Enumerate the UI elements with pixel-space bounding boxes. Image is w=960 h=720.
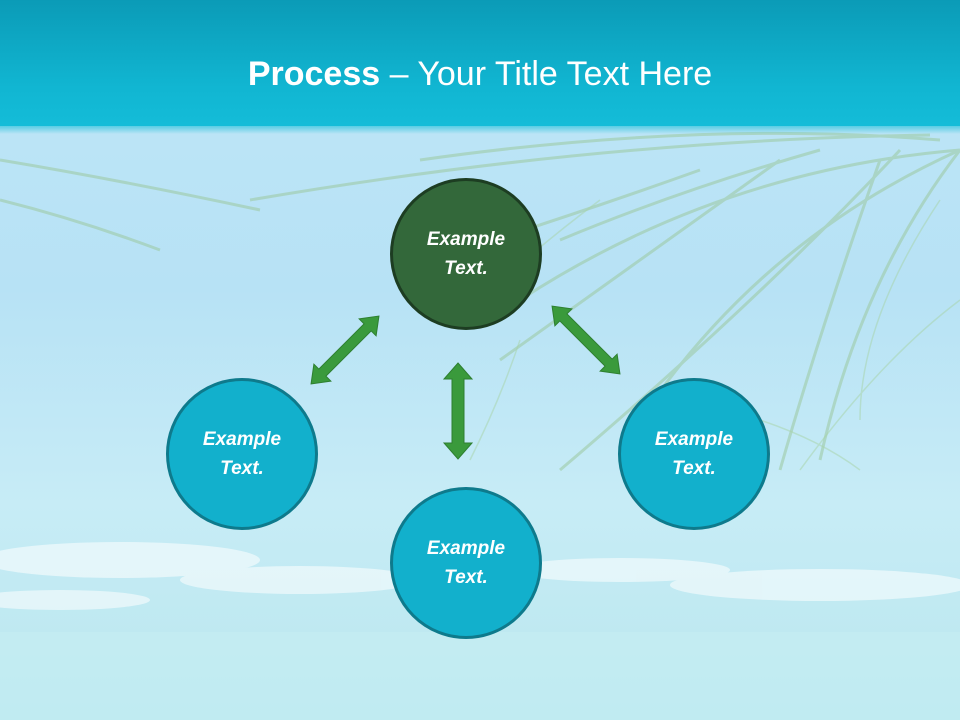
node-left-line2: Text.: [220, 458, 264, 479]
sea: [0, 632, 960, 720]
title-rest: – Your Title Text Here: [380, 55, 713, 93]
node-top-line2: Text.: [444, 258, 488, 279]
node-top-line1: Example: [426, 229, 506, 250]
title-bar: [0, 0, 960, 126]
palm-fronds: [0, 131, 960, 472]
clouds: [0, 542, 960, 610]
node-right-line2: Text.: [672, 458, 716, 479]
double-arrow-icon: [310, 315, 380, 385]
node-right-line1: Example: [654, 429, 734, 450]
double-arrow-icon: [442, 362, 474, 460]
slide-title: Process – Your Title Text Here: [0, 52, 960, 96]
title-bold: Process: [247, 55, 381, 93]
double-arrow-icon: [551, 305, 621, 375]
node-left-line1: Example: [202, 429, 282, 450]
node-bottom-line1: Example: [426, 538, 506, 559]
node-bottom-line2: Text.: [444, 567, 488, 588]
